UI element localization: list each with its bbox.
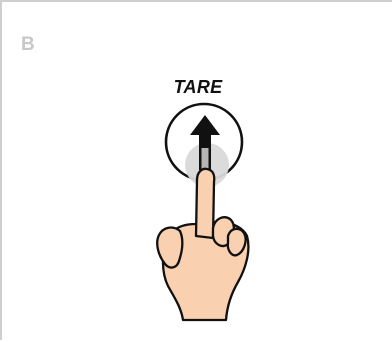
- hand-index-finger: [196, 169, 214, 238]
- hand-ring-finger: [228, 229, 246, 255]
- hand-thumb: [157, 228, 182, 268]
- pointing-hand-icon: [157, 169, 248, 320]
